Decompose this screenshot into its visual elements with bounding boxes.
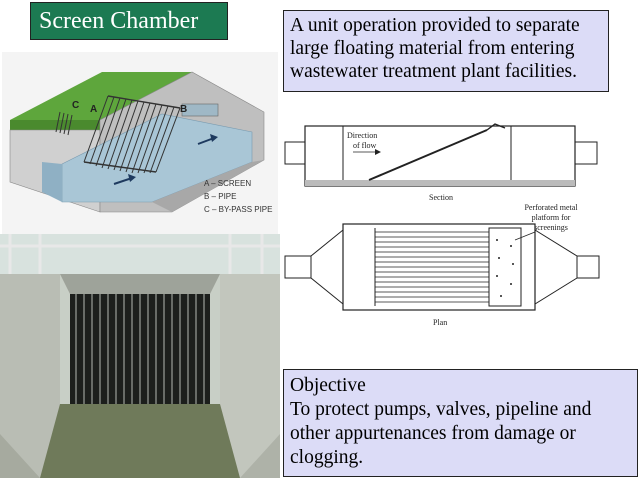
definition-line-2: large floating material from entering <box>290 38 575 59</box>
plan-drawing: Perforated metal platform for screenings… <box>283 200 603 332</box>
legend-bypass: C – BY-PASS PIPE <box>204 205 272 214</box>
platform-label-3: screenings <box>534 223 568 232</box>
marker-c: C <box>72 100 79 111</box>
definition-box: A unit operation provided to separate la… <box>283 10 609 92</box>
objective-line-3: clogging. <box>290 447 364 468</box>
direction-label-1: Direction <box>347 131 377 140</box>
platform-label-2: platform for <box>532 213 571 222</box>
screen-chamber-photo <box>0 234 280 478</box>
objective-line-1: To protect pumps, valves, pipeline and <box>290 399 592 420</box>
direction-label-2: of flow <box>353 141 377 150</box>
legend-screen: A – SCREEN <box>204 179 251 188</box>
objective-heading: Objective <box>290 375 366 396</box>
screen-chamber-3d-diagram: C A B A – SCREEN B – PIPE C – BY-PASS PI… <box>2 52 278 234</box>
slide-title: Screen Chamber <box>30 2 228 40</box>
definition-line-1: A unit operation provided to separate <box>290 15 580 36</box>
section-caption: Section <box>429 193 453 202</box>
legend-pipe: B – PIPE <box>204 192 236 201</box>
definition-line-3: wastewater treatment plant facilities. <box>290 61 577 82</box>
marker-a: A <box>90 104 97 115</box>
section-drawing: Direction of flow Section <box>283 108 603 204</box>
plan-caption: Plan <box>433 318 447 327</box>
objective-box: Objective To protect pumps, valves, pipe… <box>283 369 638 477</box>
marker-b: B <box>180 104 187 115</box>
objective-line-2: other appurtenances from damage or <box>290 423 576 444</box>
platform-label-1: Perforated metal <box>524 203 578 212</box>
